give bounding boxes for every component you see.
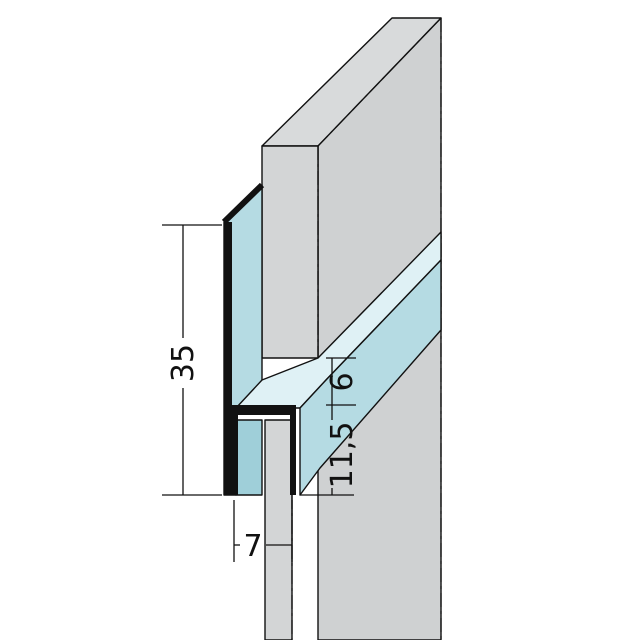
dimension-label-35: 35 xyxy=(166,344,201,382)
lower-board xyxy=(264,419,293,640)
dimension-label-6: 6 xyxy=(325,372,360,391)
dimension-label-11-5: 11,5 xyxy=(325,422,360,489)
profile-section-outline xyxy=(221,182,296,495)
dimension-7: 7 xyxy=(233,500,293,564)
upper-board xyxy=(261,145,319,359)
dimension-35: 35 xyxy=(162,224,222,496)
dimension-label-7: 7 xyxy=(243,529,262,564)
dimension-11-5: 11,5 xyxy=(300,405,360,496)
dimension-6: 6 xyxy=(325,357,360,406)
